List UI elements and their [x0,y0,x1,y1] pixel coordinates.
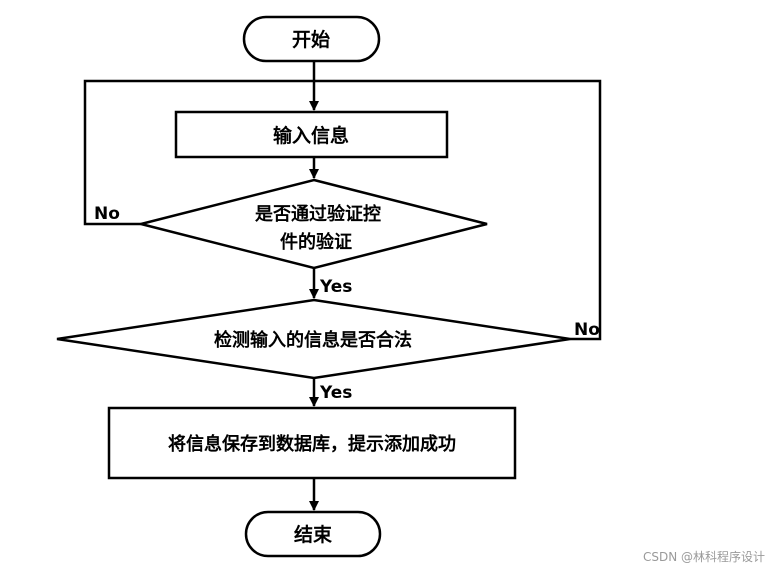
input-label: 输入信息 [273,124,349,147]
check-legal-decision: 检测输入的信息是否合法 [56,298,571,380]
end-node: 结束 [244,510,382,558]
check-legal-no-label: No [574,320,600,340]
check-control-decision: 是否通过验证控 件的验证 [140,178,488,270]
end-label: 结束 [294,523,333,546]
start-node: 开始 [242,15,381,63]
check-legal-yes-label: Yes [319,383,352,403]
check-legal-label: 检测输入的信息是否合法 [214,329,412,351]
watermark: CSDN @林科程序设计 [642,550,765,564]
input-node: 输入信息 [174,110,449,159]
check-control-no-label: No [94,204,120,224]
check-control-label-line1: 是否通过验证控 [254,203,381,225]
check-control-label-line2: 件的验证 [280,231,352,253]
save-node: 将信息保存到数据库，提示添加成功 [107,406,517,480]
save-label: 将信息保存到数据库，提示添加成功 [168,433,456,455]
edge-check-control-no [83,79,314,226]
check-control-yes-label: Yes [319,277,352,297]
start-label: 开始 [292,28,330,51]
edge-check-legal-no [314,79,602,341]
